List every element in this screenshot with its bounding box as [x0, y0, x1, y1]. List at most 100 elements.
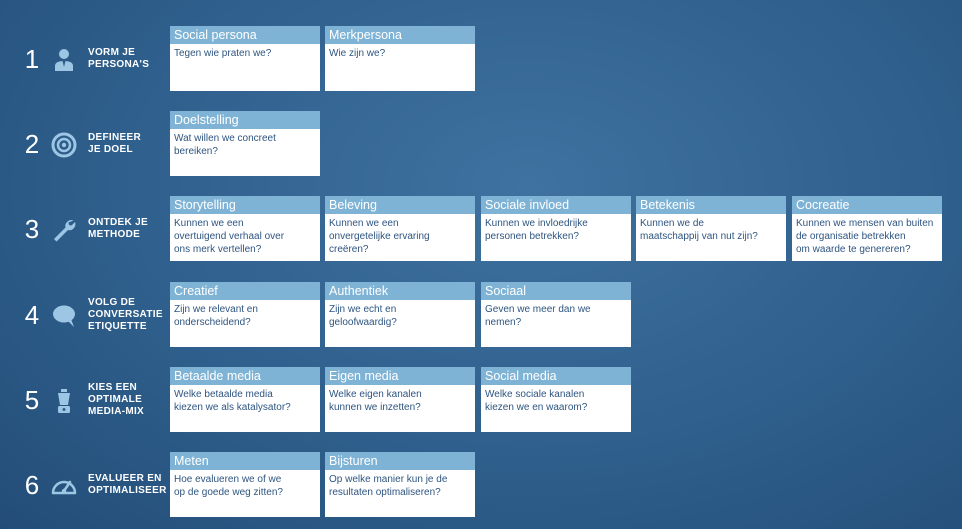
card-question-line: Tegen wie praten we?: [174, 48, 272, 59]
card-question-line: overtuigend verhaal over: [174, 231, 285, 242]
card-question: Kunnen we een onvergetelijke ervaring creë…: [325, 214, 475, 261]
card-question: Welke eigen kanalen kunnen we inzetten?: [325, 385, 475, 432]
card-question-line: onderscheidend?: [174, 317, 251, 328]
card-question-line: Welke sociale kanalen: [485, 389, 585, 400]
card-question: Zijn we relevant en onderscheidend?: [170, 300, 320, 347]
card-question-line: maatschappij van nut zijn?: [640, 231, 758, 242]
card-question-line: Welke eigen kanalen: [329, 389, 422, 400]
card-header: Beleving: [325, 196, 475, 214]
step-title-line: MEDIA-MIX: [88, 406, 145, 417]
card-question: Welke sociale kanalen kiezen we en waarom…: [481, 385, 631, 432]
step-number: 1: [24, 44, 40, 74]
step-title-line: KIES EEN: [88, 382, 138, 393]
card-question: Hoe evalueren we of we op de goede weg zi…: [170, 470, 320, 517]
card-question-line: resultaten optimaliseren?: [329, 487, 441, 498]
card-question-line: Zijn we echt en: [329, 304, 397, 315]
card-header: Betekenis: [636, 196, 786, 214]
gauge-icon: [50, 472, 78, 500]
step-number: 6: [24, 470, 40, 500]
step-title-line: OPTIMALE: [88, 394, 143, 405]
card-header: Eigen media: [325, 367, 475, 385]
step-title-line: DEFINEER: [88, 132, 141, 143]
card-question-line: Geven we meer dan we: [485, 304, 591, 315]
step-title-line: METHODE: [88, 229, 141, 240]
card-header: Social media: [481, 367, 631, 385]
card-question-line: nemen?: [485, 317, 522, 328]
card-question-line: op de goede weg zitten?: [174, 487, 283, 498]
card-question-line: ons merk vertellen?: [174, 244, 262, 255]
step-title-line: JE DOEL: [88, 144, 133, 155]
step-title-line: VORM JE: [88, 47, 136, 58]
card-question: Zijn we echt en geloofwaardig?: [325, 300, 475, 347]
card-header: Meten: [170, 452, 320, 470]
blender-icon: [50, 387, 78, 415]
card-question-line: de organisatie betrekken: [796, 231, 906, 242]
card-header: Merkpersona: [325, 26, 475, 44]
card-question-line: Op welke manier kun je de: [329, 474, 448, 485]
card-question-line: personen betrekken?: [485, 231, 579, 242]
card-question-line: Hoe evalueren we of we: [174, 474, 282, 485]
card-header: Storytelling: [170, 196, 320, 214]
card-question-line: Kunnen we invloedrijke: [485, 218, 588, 229]
step-title-line: CONVERSATIE: [88, 309, 163, 320]
card-question-line: onvergetelijke ervaring: [329, 231, 430, 242]
card-question: Wie zijn we?: [325, 44, 475, 91]
step-title-line: ONTDEK JE: [88, 217, 148, 228]
card-question-line: Wie zijn we?: [329, 48, 386, 59]
card-header: Authentiek: [325, 282, 475, 300]
card-header: Cocreatie: [792, 196, 942, 214]
step-title-line: PERSONA'S: [88, 59, 150, 70]
card-question-line: Welke betaalde media: [174, 389, 273, 400]
step-title-line: ETIQUETTE: [88, 321, 147, 332]
card-header: Doelstelling: [170, 111, 320, 129]
card-question-line: om waarde te genereren?: [796, 244, 911, 255]
card-question-line: bereiken?: [174, 146, 218, 157]
person-icon: [50, 46, 78, 74]
wrench-icon: [50, 216, 78, 244]
card-question-line: Kunnen we de: [640, 218, 704, 229]
card-question: Op welke manier kun je de resultaten opti…: [325, 470, 475, 517]
card-question-line: kiezen we en waarom?: [485, 402, 588, 413]
card-question-line: Zijn we relevant en: [174, 304, 258, 315]
target-icon: [50, 131, 78, 159]
step-number: 5: [24, 385, 40, 415]
step-title-line: VOLG DE: [88, 297, 136, 308]
card-question-line: geloofwaardig?: [329, 317, 397, 328]
step-number: 3: [24, 214, 40, 244]
step-number: 2: [24, 129, 40, 159]
card-question-line: kunnen we inzetten?: [329, 402, 421, 413]
card-header: Creatief: [170, 282, 320, 300]
step-title-line: EVALUEER EN: [88, 473, 162, 484]
card-question-line: Kunnen we een: [329, 218, 399, 229]
card-question: Kunnen we invloedrijke personen betrekken…: [481, 214, 631, 261]
card-question-line: creëren?: [329, 244, 369, 255]
